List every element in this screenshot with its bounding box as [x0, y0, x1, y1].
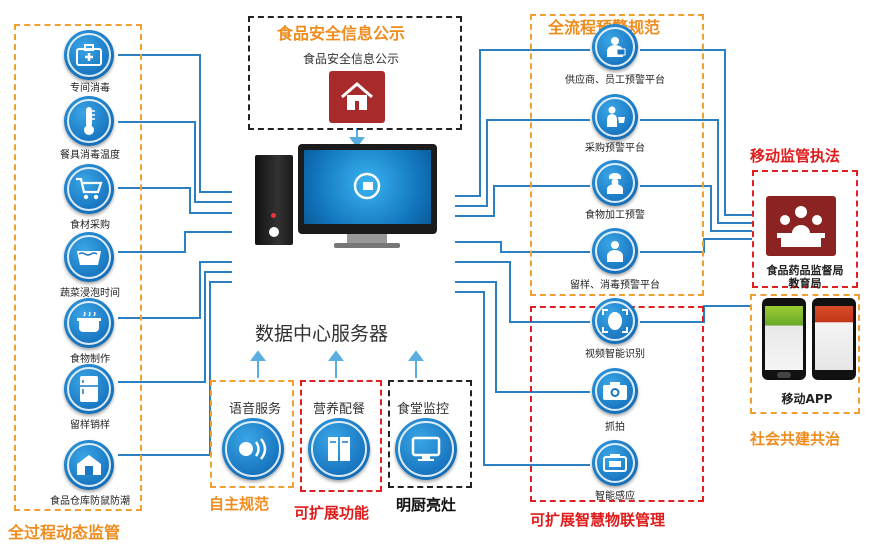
left-item-cooking-circle[interactable]: [64, 298, 114, 348]
left-item-label: 食物制作: [70, 354, 110, 365]
monitor-stand: [347, 234, 387, 244]
monitor-frame: [298, 144, 437, 234]
agency-label-line1: 食品药品监督局: [766, 264, 844, 277]
nutrition-module-frame: [300, 380, 382, 492]
left-item-label: 食品仓库防鼠防潮: [50, 496, 130, 507]
warning-item-supplier-circle[interactable]: [592, 24, 638, 70]
agency-label-line2: 教育局: [788, 277, 822, 290]
iot-item-label: 抓拍: [605, 422, 625, 433]
left-item-disinfection-circle[interactable]: [64, 30, 114, 80]
nutrition-module-label: 营养配餐: [313, 402, 366, 417]
iot-panel-title: 可扩展智慧物联管理: [530, 511, 666, 529]
nutrition-module-circle[interactable]: [308, 418, 370, 480]
left-item-label: 专间消毒: [70, 83, 110, 94]
server-tower: [255, 155, 293, 245]
warning-item-sample-circle[interactable]: [592, 228, 638, 274]
voice-module-frame: [210, 380, 294, 488]
info-disclosure-frame: [248, 16, 462, 130]
left-panel-title: 全过程动态监管: [8, 523, 121, 542]
left-item-soaking-circle[interactable]: [64, 232, 114, 282]
mobile-phone-left[interactable]: [762, 298, 806, 380]
info-disclosure-title: 食品安全信息公示: [277, 24, 406, 43]
voice-module-caption: 自主规范: [209, 495, 270, 513]
left-item-label: 蔬菜浸泡时间: [60, 288, 120, 299]
iot-item-video-circle[interactable]: [592, 298, 638, 344]
voice-module-label: 语音服务: [229, 402, 282, 417]
canteen-module-label: 食堂监控: [397, 402, 450, 417]
warning-item-label: 采购预警平台: [585, 143, 645, 154]
left-item-label: 食材采购: [70, 220, 110, 231]
warning-item-label: 食物加工预警: [585, 210, 645, 221]
mobile-phone-icon: [777, 372, 791, 378]
enforcement-title: 移动监管执法: [750, 147, 841, 165]
social-frame: [750, 294, 860, 414]
home-button[interactable]: [329, 71, 385, 123]
monitor-base: [334, 243, 400, 248]
warning-panel-frame: [530, 14, 704, 296]
warning-item-processing-circle[interactable]: [592, 160, 638, 206]
warning-item-label: 供应商、员工预警平台: [565, 75, 665, 86]
home-icon: [341, 82, 373, 110]
iot-item-snapshot-circle[interactable]: [592, 368, 638, 414]
info-disclosure-subtitle: 食品安全信息公示: [303, 52, 400, 66]
canteen-module-caption: 明厨亮灶: [396, 496, 457, 514]
left-item-warehouse-circle[interactable]: [64, 440, 114, 490]
server-label: 数据中心服务器: [255, 323, 389, 345]
government-meeting-icon: [777, 206, 825, 247]
iot-item-label: 视频智能识别: [585, 349, 645, 360]
left-item-label: 留样销样: [70, 420, 110, 431]
warning-item-purchase-circle[interactable]: [592, 94, 638, 140]
canteen-module-frame: [388, 380, 472, 488]
nutrition-module-caption: 可扩展功能: [294, 504, 370, 522]
app-label: 移动APP: [781, 392, 833, 406]
left-item-sample-circle[interactable]: [64, 364, 114, 414]
left-item-temperature-circle[interactable]: [64, 96, 114, 146]
left-item-label: 餐具消毒温度: [60, 150, 120, 161]
iot-item-sensor-circle[interactable]: [592, 440, 638, 486]
left-item-purchase-circle[interactable]: [64, 164, 114, 214]
canteen-module-circle[interactable]: [395, 418, 457, 480]
desktop-computer-icon: [353, 172, 381, 200]
agency-button[interactable]: [766, 196, 836, 256]
mobile-phone-right[interactable]: [812, 298, 856, 380]
iot-item-label: 智能感应: [595, 491, 635, 502]
voice-module-circle[interactable]: [222, 418, 284, 480]
left-panel-frame: [14, 24, 142, 511]
enforcement-frame: [752, 170, 858, 288]
social-title: 社会共建共治: [750, 430, 841, 448]
warning-item-label: 留样、消毒预警平台: [570, 280, 660, 291]
